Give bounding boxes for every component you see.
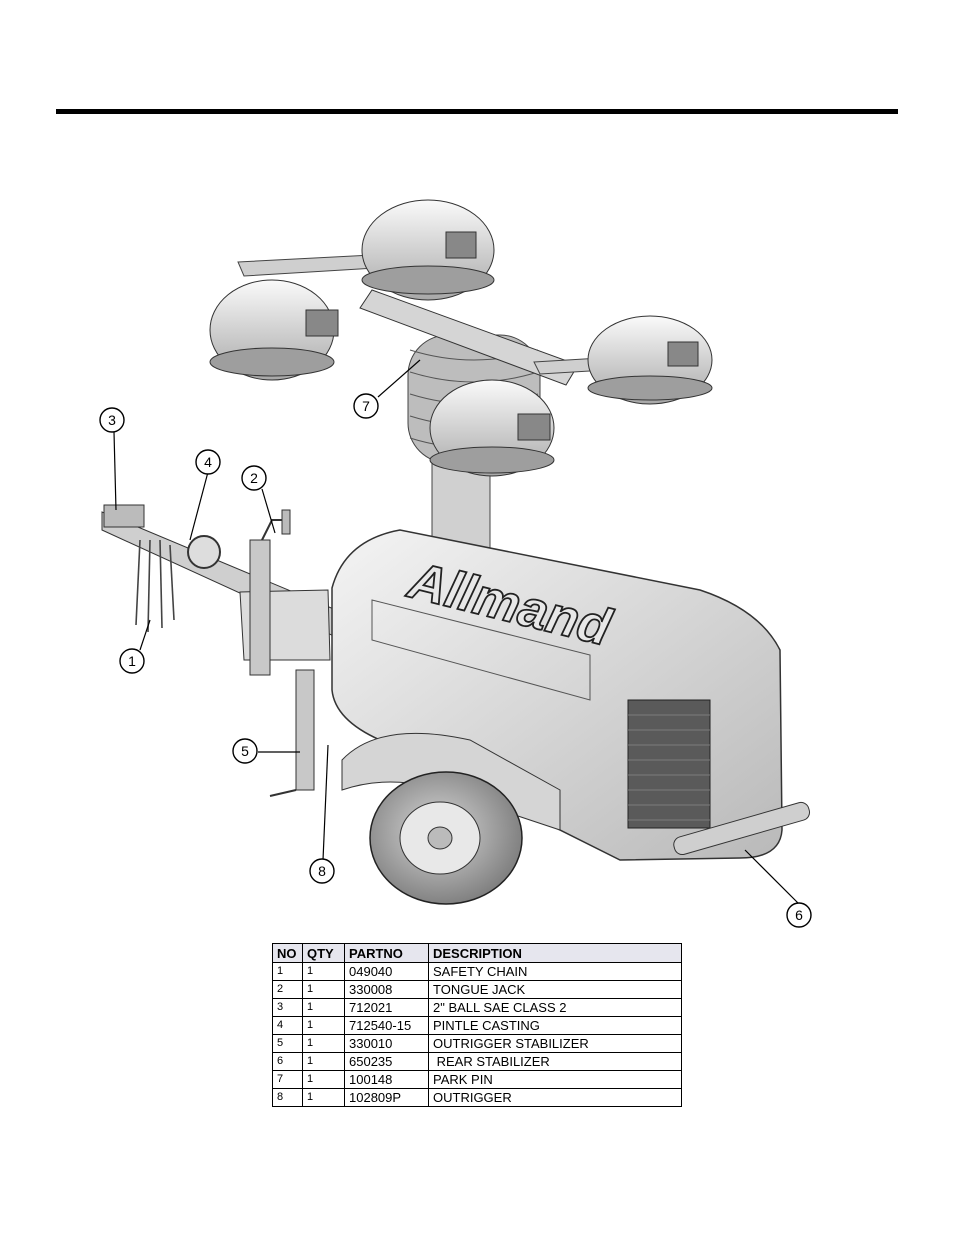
pintle-ring (187, 535, 221, 569)
callout-2: 2 (241, 465, 267, 491)
cell-no: 7 (272, 1070, 303, 1089)
rear-stabilizer (673, 801, 811, 856)
header-rule (56, 109, 898, 114)
parts-table-header: NO QTY PARTNO DESCRIPTION (272, 943, 682, 963)
callout-7: 7 (353, 393, 379, 419)
cell-partno: 049040 (344, 962, 429, 981)
cell-qty: 1 (302, 962, 345, 981)
cell-description: TONGUE JACK (428, 980, 682, 999)
cell-no: 1 (272, 962, 303, 981)
cell-no: 5 (272, 1034, 303, 1053)
cell-description: SAFETY CHAIN (428, 962, 682, 981)
hitch-ball (103, 504, 145, 528)
cell-qty: 1 (302, 998, 345, 1017)
lamp-top (361, 199, 495, 301)
header-no: NO (272, 943, 303, 963)
tongue-jack (249, 539, 271, 676)
callout-4: 4 (195, 449, 221, 475)
cell-description: OUTRIGGER (428, 1088, 682, 1107)
cell-description: REAR STABILIZER (428, 1052, 682, 1071)
cell-no: 8 (272, 1088, 303, 1107)
callout-6: 6 (786, 902, 812, 928)
cell-no: 3 (272, 998, 303, 1017)
cell-description: PARK PIN (428, 1070, 682, 1089)
cell-qty: 1 (302, 980, 345, 999)
lamp-right (587, 315, 713, 405)
radiator-grille (627, 699, 711, 829)
callout-3: 3 (99, 407, 125, 433)
cell-qty: 1 (302, 1070, 345, 1089)
cell-no: 6 (272, 1052, 303, 1071)
cell-partno: 330008 (344, 980, 429, 999)
cell-qty: 1 (302, 1034, 345, 1053)
cell-description: 2" BALL SAE CLASS 2 (428, 998, 682, 1017)
header-qty: QTY (302, 943, 345, 963)
svg-text:4: 4 (204, 454, 212, 470)
cell-partno: 712540-15 (344, 1016, 429, 1035)
cell-partno: 102809P (344, 1088, 429, 1107)
svg-text:6: 6 (795, 907, 803, 923)
cell-no: 4 (272, 1016, 303, 1035)
svg-text:1: 1 (128, 653, 136, 669)
svg-text:5: 5 (241, 743, 249, 759)
lamp-left (209, 279, 339, 381)
outrigger-stabilizer (295, 669, 315, 791)
safety-chain (135, 539, 175, 633)
svg-text:7: 7 (362, 398, 370, 414)
light-bar (359, 289, 579, 386)
svg-text:3: 3 (108, 412, 116, 428)
svg-text:2: 2 (250, 470, 258, 486)
callout-5: 5 (232, 738, 258, 764)
callout-1: 1 (119, 648, 145, 674)
header-description: DESCRIPTION (428, 943, 682, 963)
cell-qty: 1 (302, 1088, 345, 1107)
cell-partno: 650235 (344, 1052, 429, 1071)
header-partno: PARTNO (344, 943, 429, 963)
light-tower-trailer-drawing: Allmand 1 2 3 4 5 6 7 8 (99, 199, 812, 928)
cell-description: OUTRIGGER STABILIZER (428, 1034, 682, 1053)
callout-8: 8 (309, 858, 335, 884)
lamp-front (429, 379, 555, 477)
cell-partno: 100148 (344, 1070, 429, 1089)
cell-partno: 330010 (344, 1034, 429, 1053)
cell-qty: 1 (302, 1052, 345, 1071)
cell-qty: 1 (302, 1016, 345, 1035)
cell-description: PINTLE CASTING (428, 1016, 682, 1035)
svg-text:8: 8 (318, 863, 326, 879)
cell-no: 2 (272, 980, 303, 999)
cell-partno: 712021 (344, 998, 429, 1017)
